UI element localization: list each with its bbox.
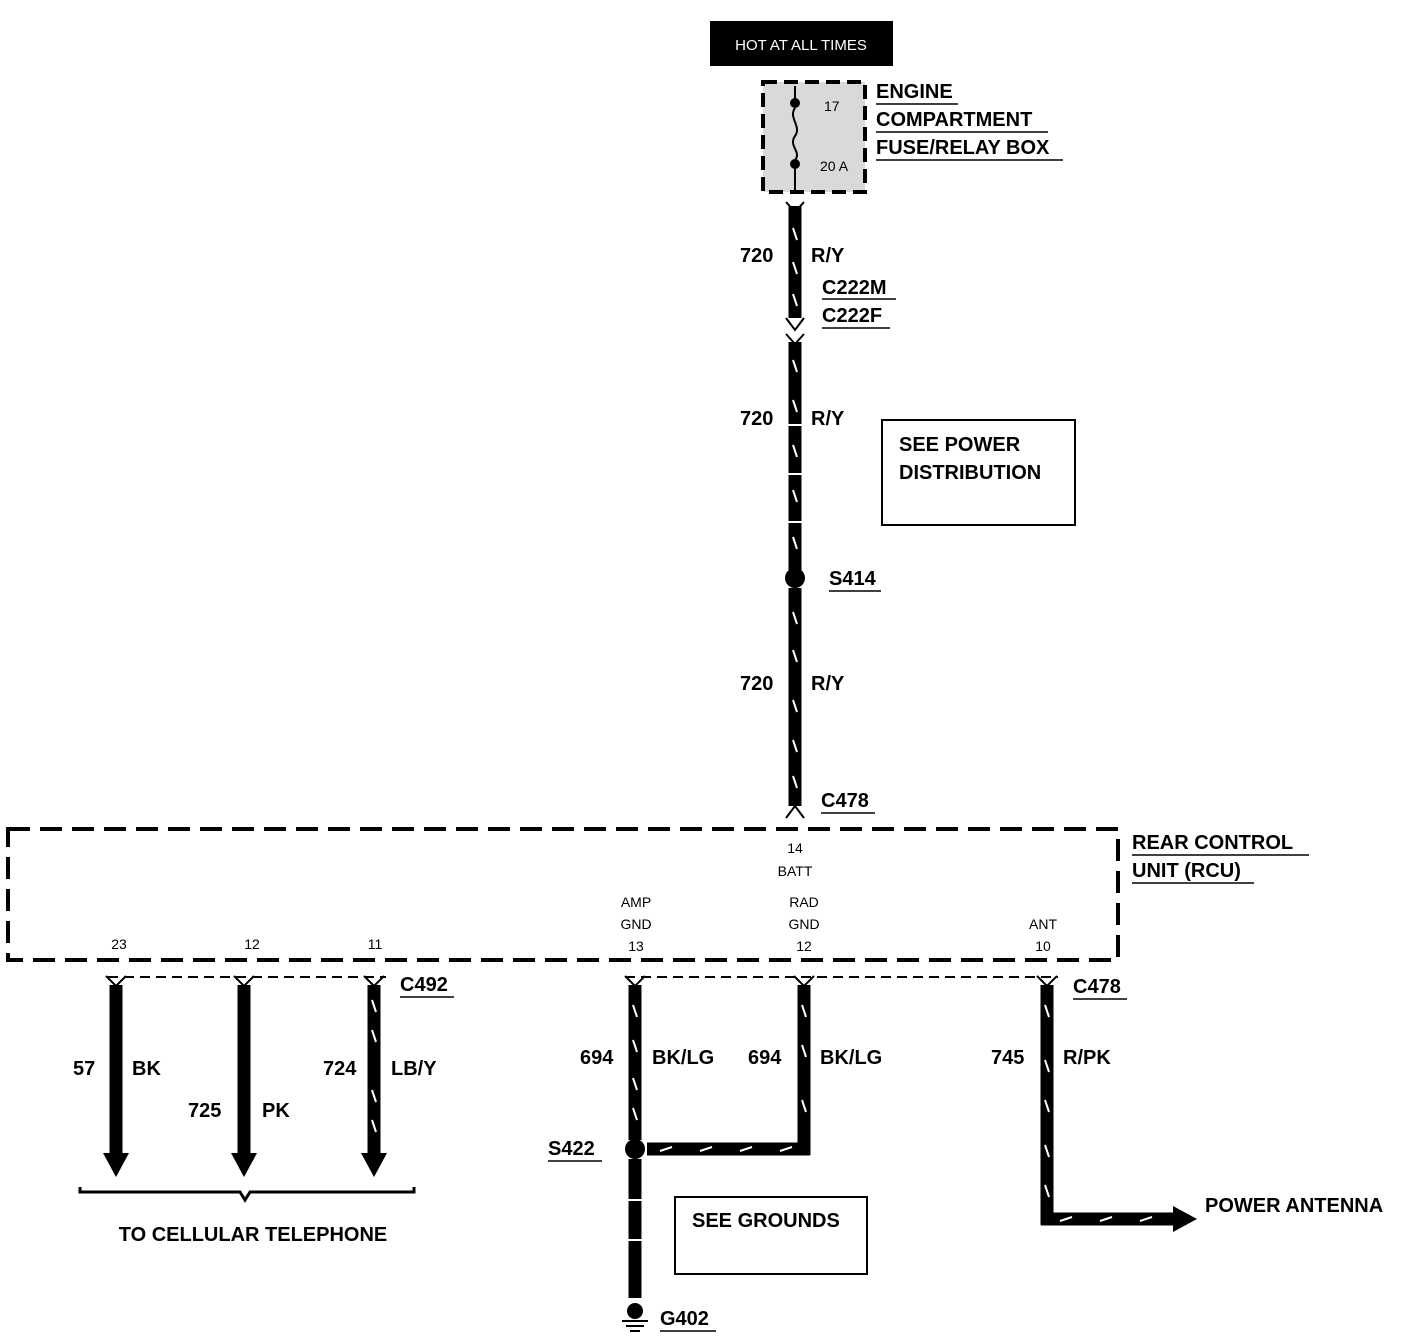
wire-color-bk: BK [132,1058,161,1080]
pin-10: 10 [1035,938,1051,954]
hot-at-all-times-banner [710,21,893,66]
hot-at-all-times-text: HOT AT ALL TIMES [735,37,867,54]
fuse-box: 17 20 A [761,80,867,194]
wire-745 [1036,975,1197,1232]
connector-c222f: C222F [822,305,882,327]
see-power-distribution-box [881,419,1076,526]
rcu-label-2: UNIT (RCU) [1132,860,1241,882]
pin-23: 23 [111,936,127,952]
pin-12: 12 [244,936,260,952]
rad-gnd-label-2: GND [788,916,819,932]
fuse-icon [792,107,798,161]
to-cellular-telephone-label: TO CELLULAR TELEPHONE [119,1224,388,1246]
connector-c478-top: C478 [821,790,869,812]
wire-number-694-a: 694 [580,1047,614,1069]
see-grounds-box [674,1196,868,1275]
wire-694-rad [647,975,815,1156]
wire-number-724: 724 [323,1058,357,1080]
pin-13: 13 [628,938,644,954]
wire-color-lby: LB/Y [391,1058,437,1080]
connector-c222m: C222M [822,277,886,299]
wire-number-57: 57 [73,1058,95,1080]
pin-12-rad: 12 [796,938,812,954]
wire-720-middle [785,333,805,570]
fuse-rating: 20 A [820,158,849,174]
wire-color-bklg-b: BK/LG [820,1047,882,1069]
wire-number-745: 745 [991,1047,1024,1069]
splice-s414-label: S414 [829,568,877,590]
splice-s414 [785,568,805,588]
wire-number-694-b: 694 [748,1047,782,1069]
fuse-number: 17 [824,98,840,114]
fuse-box-label-3: FUSE/RELAY BOX [876,137,1050,159]
ground-g402-label: G402 [660,1308,709,1330]
wire-color-ry-c: R/Y [811,673,845,695]
wire-57 [103,975,129,1177]
see-power-line-1: SEE POWER [899,434,1021,456]
wire-color-pk: PK [262,1100,290,1122]
ant-label: ANT [1029,916,1057,932]
connector-c478-bottom: C478 [1073,976,1121,998]
connector-c492: C492 [400,974,448,996]
splice-s422-label: S422 [548,1138,595,1160]
pin-batt-label: BATT [778,863,813,879]
ground-icon [622,1303,648,1332]
wire-number-720-b: 720 [740,408,773,430]
see-power-line-2: DISTRIBUTION [899,462,1041,484]
wire-number-725: 725 [188,1100,221,1122]
see-grounds-label: SEE GROUNDS [692,1210,840,1232]
pin-11: 11 [368,936,383,952]
fuse-box-label-2: COMPARTMENT [876,109,1032,131]
wire-color-bklg-a: BK/LG [652,1047,714,1069]
wire-color-ry-b: R/Y [811,408,845,430]
wire-694-amp [624,975,646,1140]
wire-720-upper [785,201,805,332]
amp-gnd-label-2: GND [620,916,651,932]
wire-number-720-c: 720 [740,673,773,695]
wire-color-ry-a: R/Y [811,245,845,267]
wire-724 [361,975,387,1177]
pin-14: 14 [787,840,803,856]
amp-gnd-label-1: AMP [621,894,651,910]
rad-gnd-label-1: RAD [789,894,819,910]
splice-s422 [625,1139,645,1159]
wire-720-lower [785,588,805,819]
wire-color-rpk: R/PK [1063,1047,1111,1069]
cellular-brace [78,1187,416,1203]
wire-725 [231,975,257,1177]
wire-694-ground [626,1159,644,1298]
rcu-label-1: REAR CONTROL [1132,832,1293,854]
rear-control-unit-box [6,827,1120,962]
fuse-box-label-1: ENGINE [876,81,953,103]
wire-number-720-a: 720 [740,245,773,267]
power-antenna-label: POWER ANTENNA [1205,1195,1383,1217]
